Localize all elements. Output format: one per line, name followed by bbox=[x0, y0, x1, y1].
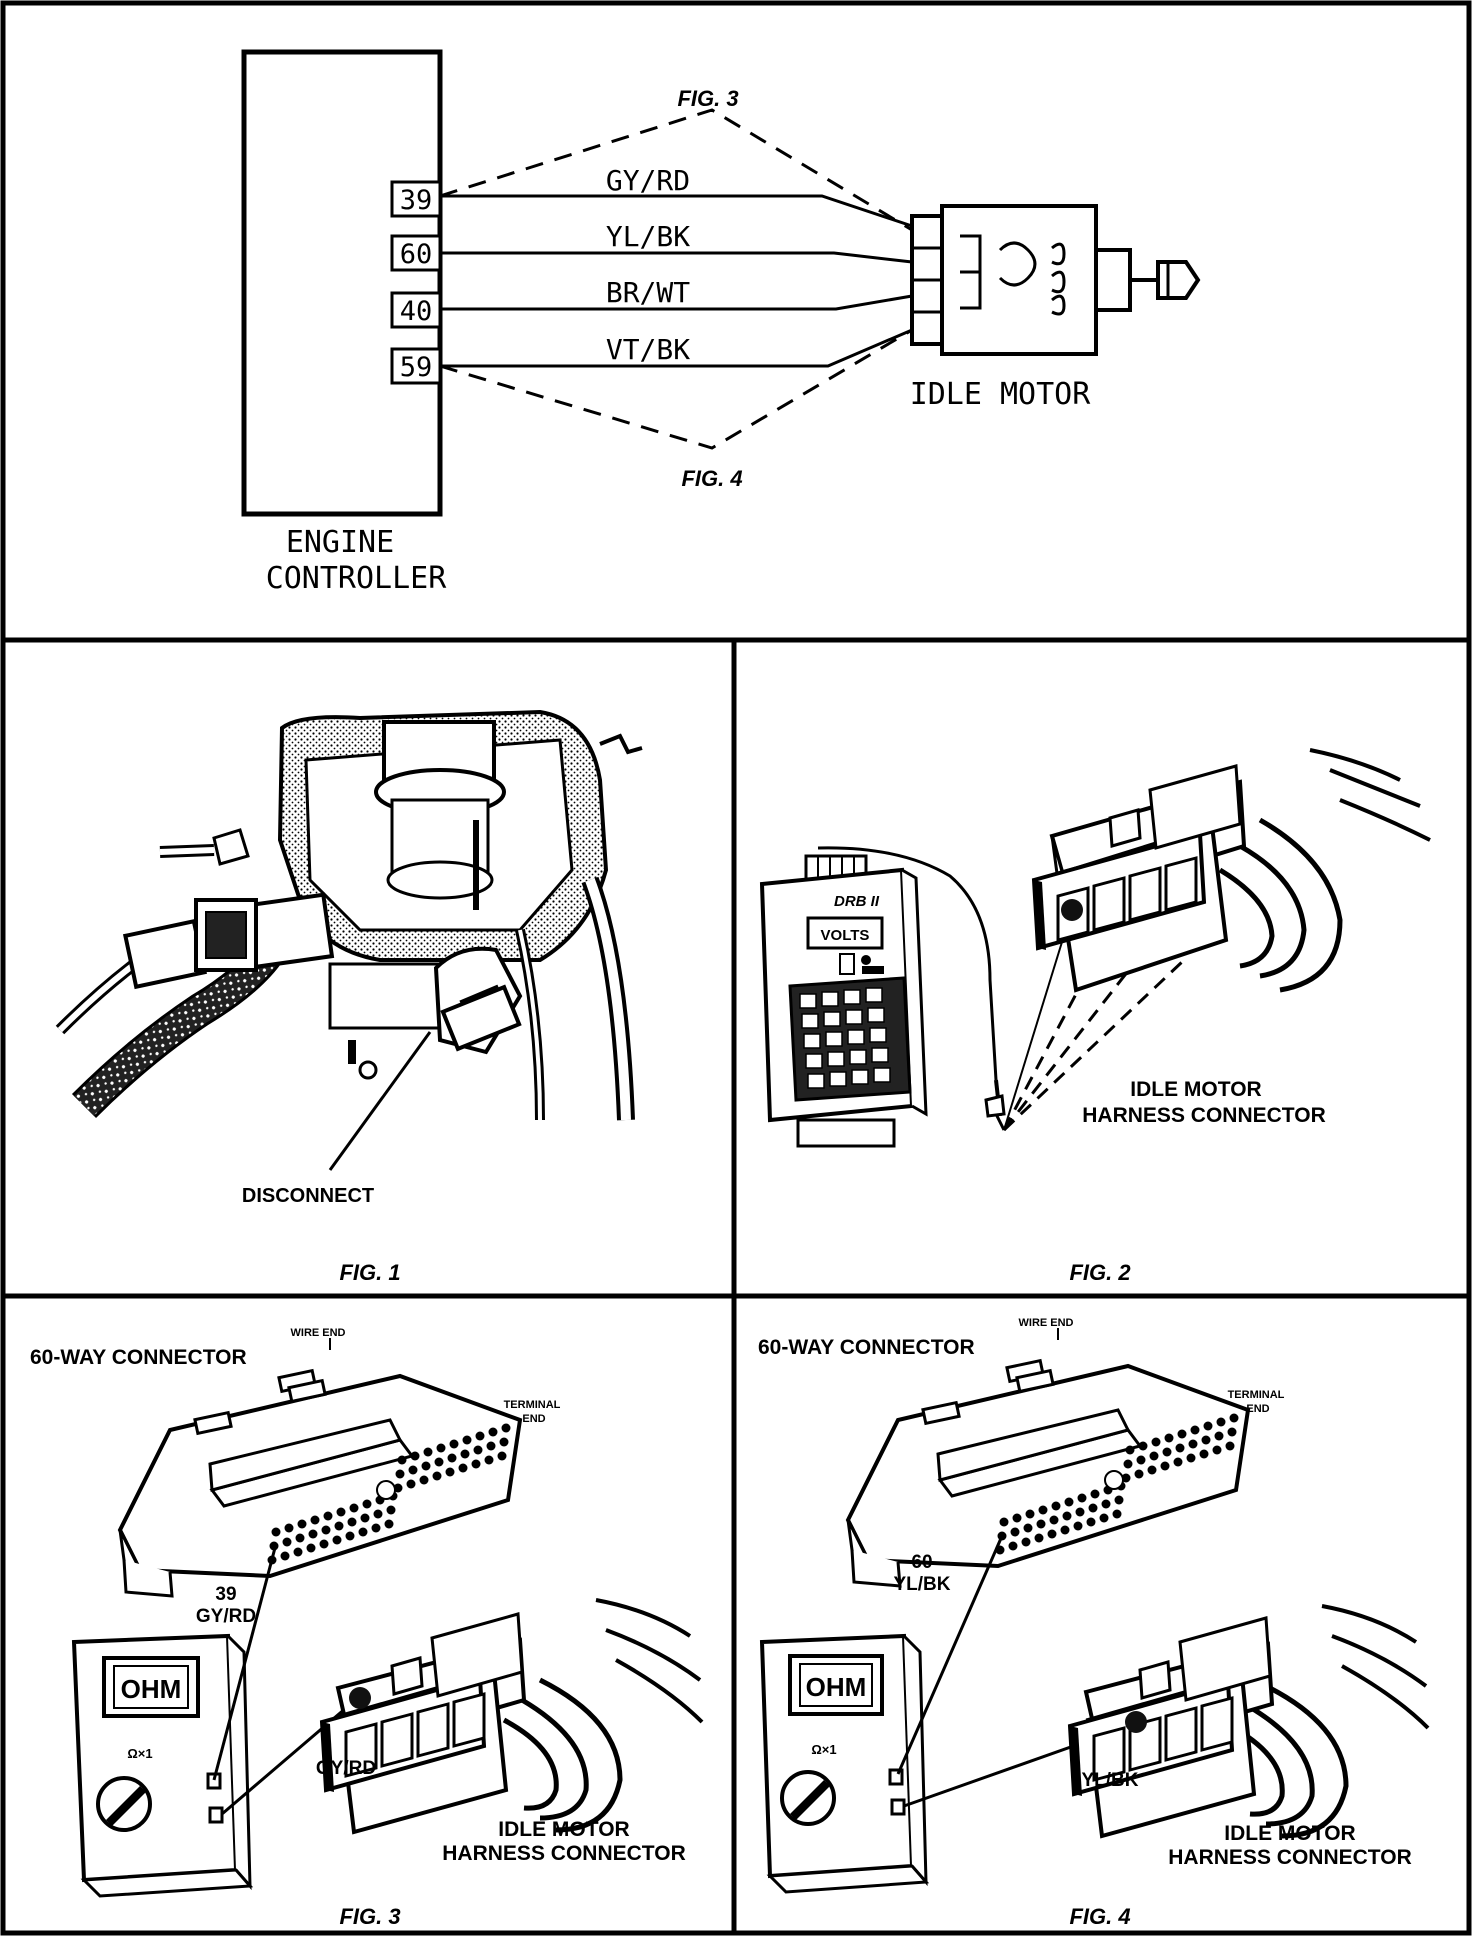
keypad bbox=[799, 987, 891, 1089]
fig3-probe-lead-2 bbox=[221, 1694, 361, 1816]
volts-display bbox=[806, 916, 884, 950]
fig4-probe-lead-1 bbox=[896, 1535, 1004, 1775]
idle-motor-connector-fig1 bbox=[433, 946, 523, 1055]
fig3-meter-range: Ω×1 bbox=[127, 1746, 152, 1761]
fig4-terminal-end-2: END bbox=[1246, 1403, 1269, 1415]
fig4-meter-display: OHM bbox=[806, 1672, 867, 1702]
fig4-panel: 60-WAY CONNECTOR WIRE END TERMINAL END bbox=[758, 1317, 1430, 1929]
fig3-connector-label-2: HARNESS CONNECTOR bbox=[442, 1842, 685, 1865]
disconnect-callout: DISCONNECT bbox=[242, 1185, 374, 1207]
pin-rows-fig3 bbox=[267, 1423, 511, 1565]
fig4-wire-end: WIRE END bbox=[1019, 1317, 1074, 1329]
svg-text:60: 60 bbox=[400, 239, 433, 270]
fig2-panel: DRB II VOLTS bbox=[759, 748, 1431, 1285]
svg-text:VT/BK: VT/BK bbox=[606, 333, 690, 366]
fig4-pin-number: 60 bbox=[911, 1552, 932, 1573]
svg-text:40: 40 bbox=[400, 296, 433, 327]
fig3-panel: 60-WAY CONNECTOR WIRE END TERMINAL END bbox=[30, 1327, 704, 1929]
fig3-caption: FIG. 3 bbox=[339, 1904, 400, 1929]
fig2-caption: FIG. 2 bbox=[1069, 1260, 1131, 1285]
ohmmeter-fig4: OHM Ω×1 bbox=[759, 1633, 930, 1894]
throttle-body-illustration bbox=[159, 709, 643, 1121]
engine-controller-box bbox=[241, 49, 443, 517]
fig3-connector-title: 60-WAY CONNECTOR bbox=[30, 1346, 247, 1369]
idle-motor-symbol: IDLE MOTOR bbox=[910, 204, 1201, 412]
60-way-connector-fig4 bbox=[845, 1358, 1251, 1588]
harness-connector-fig4 bbox=[1067, 1604, 1430, 1839]
fig3-pin-wire: GY/RD bbox=[196, 1606, 256, 1627]
schematic-panel: ENGINE CONTROLLER 39 60 40 59 GY/RD YL/B… bbox=[241, 49, 1201, 596]
fig3-harness-wire: GY/RD bbox=[316, 1758, 376, 1779]
fig4-harness-wire: YL/BK bbox=[1082, 1770, 1139, 1791]
disconnect-leader bbox=[328, 1031, 432, 1171]
drb-tester: DRB II VOLTS bbox=[759, 846, 998, 1148]
fig4-reference: FIG. 4 bbox=[439, 328, 913, 491]
fig3-connector-label-1: IDLE MOTOR bbox=[498, 1818, 629, 1841]
pin-60: 60 bbox=[390, 234, 442, 272]
60-way-connector-fig3 bbox=[117, 1368, 523, 1598]
svg-text:BR/WT: BR/WT bbox=[606, 276, 690, 309]
ohmmeter-fig3: OHM Ω×1 bbox=[71, 1633, 254, 1898]
engine-controller-label-1: ENGINE bbox=[286, 525, 394, 560]
fig2-connector-label-1: IDLE MOTOR bbox=[1130, 1078, 1261, 1101]
svg-text:FIG. 3: FIG. 3 bbox=[677, 86, 738, 111]
fig3-terminal-end-1: TERMINAL bbox=[504, 1399, 561, 1411]
fig3-wire-end: WIRE END bbox=[291, 1327, 346, 1339]
fig3-meter-display: OHM bbox=[121, 1674, 182, 1704]
fig3-reference: FIG. 3 bbox=[439, 86, 913, 232]
pin-40: 40 bbox=[390, 291, 442, 329]
harness-connector-fig3 bbox=[319, 1598, 704, 1835]
pin-59: 59 bbox=[390, 347, 442, 385]
fig3-pin-number: 39 bbox=[215, 1584, 236, 1605]
engine-controller-label-2: CONTROLLER bbox=[266, 561, 448, 596]
fig2-connector-label-2: HARNESS CONNECTOR bbox=[1082, 1104, 1325, 1127]
wire-yl-bk: YL/BK bbox=[440, 220, 913, 264]
svg-text:FIG. 4: FIG. 4 bbox=[681, 466, 742, 491]
svg-text:YL/BK: YL/BK bbox=[606, 220, 690, 253]
wire-gy-rd: GY/RD bbox=[440, 164, 913, 228]
svg-text:VOLTS: VOLTS bbox=[821, 927, 870, 944]
fig1-panel: DISCONNECT FIG. 1 bbox=[55, 709, 643, 1285]
fig3-probe-lead-1 bbox=[212, 1543, 278, 1781]
fig1-caption: FIG. 1 bbox=[339, 1260, 400, 1285]
fig4-meter-range: Ω×1 bbox=[811, 1742, 836, 1757]
harness-connector-fig2 bbox=[1031, 748, 1431, 993]
fig3-terminal-end-2: END bbox=[522, 1413, 545, 1425]
svg-text:39: 39 bbox=[400, 185, 433, 216]
idle-motor-label: IDLE MOTOR bbox=[910, 377, 1092, 412]
fig4-connector-label-2: HARNESS CONNECTOR bbox=[1168, 1846, 1411, 1869]
wire-vt-bk: VT/BK bbox=[440, 328, 913, 368]
connector-plugs bbox=[122, 892, 335, 990]
pin-39: 39 bbox=[390, 180, 442, 218]
svg-text:59: 59 bbox=[400, 352, 433, 383]
drb-tester-name: DRB II bbox=[834, 893, 880, 910]
svg-text:GY/RD: GY/RD bbox=[606, 164, 690, 197]
fig4-connector-title: 60-WAY CONNECTOR bbox=[758, 1336, 975, 1359]
fig4-terminal-end-1: TERMINAL bbox=[1228, 1389, 1285, 1401]
fig4-pin-wire: YL/BK bbox=[894, 1574, 951, 1595]
fig4-caption: FIG. 4 bbox=[1069, 1904, 1130, 1929]
fig4-connector-label-1: IDLE MOTOR bbox=[1224, 1822, 1355, 1845]
wire-br-wt: BR/WT bbox=[440, 276, 913, 311]
